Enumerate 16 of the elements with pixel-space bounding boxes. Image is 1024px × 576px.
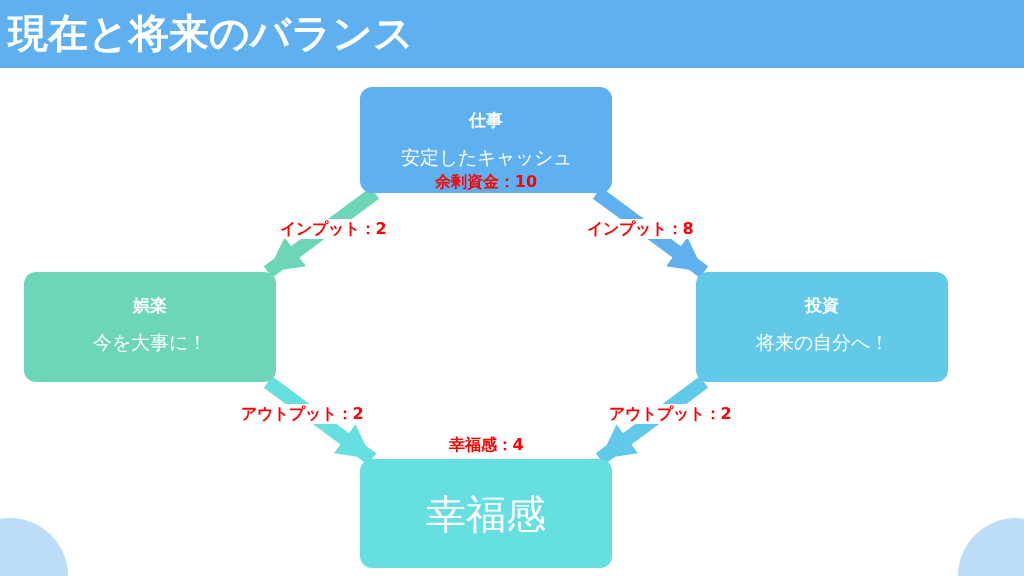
box-text: 将来の自分へ！ bbox=[754, 330, 890, 354]
box-text: 安定したキャッシュ bbox=[399, 145, 573, 169]
value-label: 余剰資金：10 bbox=[433, 172, 539, 192]
process-box bbox=[360, 87, 612, 193]
edge-label: インプット：2 bbox=[277, 219, 389, 239]
process-box bbox=[696, 272, 948, 382]
process-box bbox=[24, 272, 276, 382]
value-label: 幸福感：4 bbox=[447, 435, 525, 455]
box-text: 今を大事に！ bbox=[92, 330, 208, 354]
box-heading: 娯楽 bbox=[131, 294, 168, 316]
box-heading: 投資 bbox=[803, 294, 840, 316]
box-text: 幸福感 bbox=[425, 489, 547, 539]
process-box bbox=[360, 459, 612, 568]
edge-label: インプット：8 bbox=[584, 219, 696, 239]
box-heading: 仕事 bbox=[468, 109, 504, 131]
title: 現在と将来のバランス bbox=[8, 9, 414, 58]
